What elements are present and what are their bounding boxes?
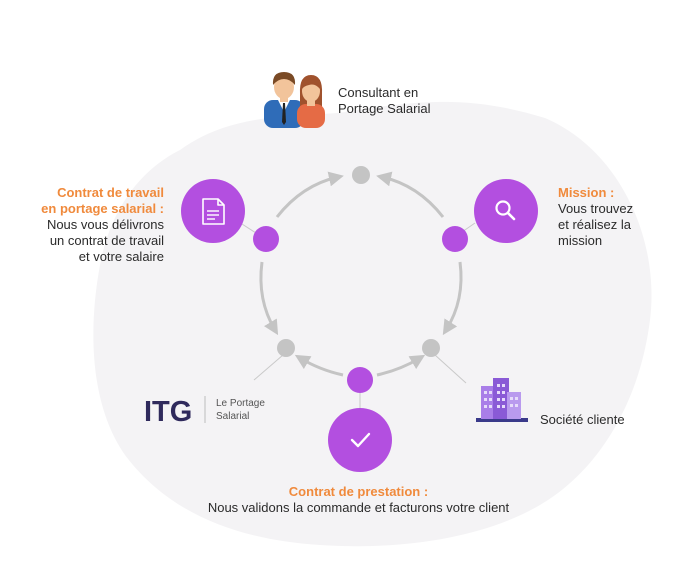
arrow-contract-to-top	[275, 171, 344, 218]
arrow-prestation-to-left	[294, 354, 344, 377]
contract-work-label: Contrat de travail en portage salarial :…	[14, 185, 164, 265]
mission-body-line3: mission	[558, 233, 603, 248]
contract-work-body-line2: un contrat de travail	[49, 233, 164, 248]
search-icon	[474, 179, 538, 243]
mission-body-line2: et réalisez la	[558, 217, 631, 232]
contract-work-title-line1: Contrat de travail	[57, 185, 164, 200]
arrow-mission-to-right	[442, 261, 463, 336]
node-mission	[442, 226, 468, 252]
node-top	[352, 166, 370, 184]
client-label: Société cliente	[540, 412, 625, 428]
itg-logo: ITG	[144, 396, 192, 428]
node-contract	[253, 226, 279, 252]
mission-title: Mission :	[558, 185, 615, 200]
checkmark-icon	[328, 408, 392, 472]
itg-tagline-line2: Salarial	[216, 411, 250, 422]
arrow-mission-to-top	[376, 171, 445, 218]
client-label-text: Société cliente	[540, 412, 625, 427]
consultant-label-line2: Portage Salarial	[338, 101, 431, 116]
node-prestation	[347, 367, 373, 393]
consultant-avatars-icon	[264, 72, 325, 128]
mission-label: Mission : Vous trouvez et réalisez la mi…	[558, 185, 633, 249]
prestation-body: Nous validons la commande et facturons v…	[207, 500, 510, 515]
prestation-label: Contrat de prestation : Nous validons la…	[0, 484, 677, 516]
arrow-prestation-to-right	[376, 354, 426, 377]
company-building-icon	[476, 378, 528, 422]
connector-itg	[253, 354, 284, 381]
mission-body-line1: Vous trouvez	[558, 201, 634, 216]
itg-tagline: Le Portage Salarial	[216, 397, 265, 423]
arrow-contract-to-left	[259, 261, 279, 336]
contract-work-title-line2: en portage salarial :	[41, 201, 164, 216]
itg-tagline-line1: Le Portage	[216, 398, 265, 409]
document-icon	[181, 179, 245, 243]
node-left	[277, 339, 295, 357]
connector-client	[434, 354, 467, 384]
contract-work-body-line3: et votre salaire	[78, 249, 164, 264]
connector-contract	[241, 223, 257, 234]
node-right	[422, 339, 440, 357]
background-blob	[93, 101, 652, 547]
consultant-label-line1: Consultant en	[338, 85, 419, 100]
consultant-label: Consultant en Portage Salarial	[338, 85, 431, 117]
contract-work-body-line1: Nous vous délivrons	[46, 217, 164, 232]
prestation-title: Contrat de prestation :	[288, 484, 429, 499]
